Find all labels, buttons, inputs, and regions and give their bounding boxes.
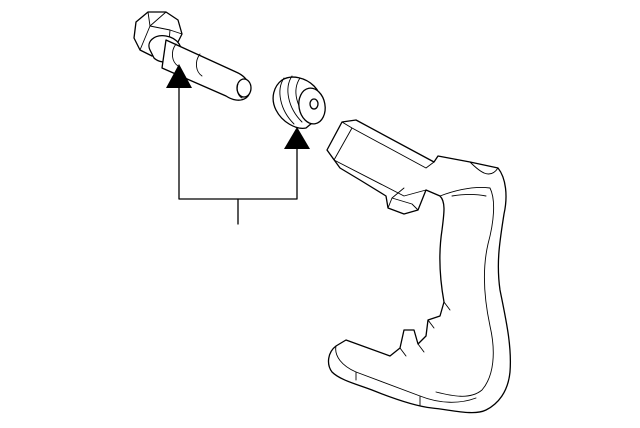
arrow-up-right <box>284 127 310 149</box>
bracket-outline <box>326 119 512 414</box>
bolt-shank <box>161 39 251 101</box>
bracket-ear-top <box>326 121 435 197</box>
bracket-ear-bottom-edge <box>387 187 419 211</box>
boot-bore <box>309 98 319 110</box>
bolt-shank-step <box>171 43 203 77</box>
caliper-support-bracket[interactable] <box>326 119 512 414</box>
arrow-up-left <box>166 64 192 88</box>
bracket-lower-plate <box>335 345 477 407</box>
bracket-arm-inner-2 <box>451 161 499 197</box>
bracket-arm-inner <box>435 187 495 397</box>
guide-pin-boot[interactable] <box>272 75 328 129</box>
bolt-hex-facets <box>139 11 183 55</box>
guide-pin-bolt[interactable] <box>133 11 252 101</box>
callout <box>166 64 310 225</box>
bolt-tip-chamfer <box>236 83 243 99</box>
bolt-tip <box>236 78 252 98</box>
bracket-notches <box>399 301 451 357</box>
